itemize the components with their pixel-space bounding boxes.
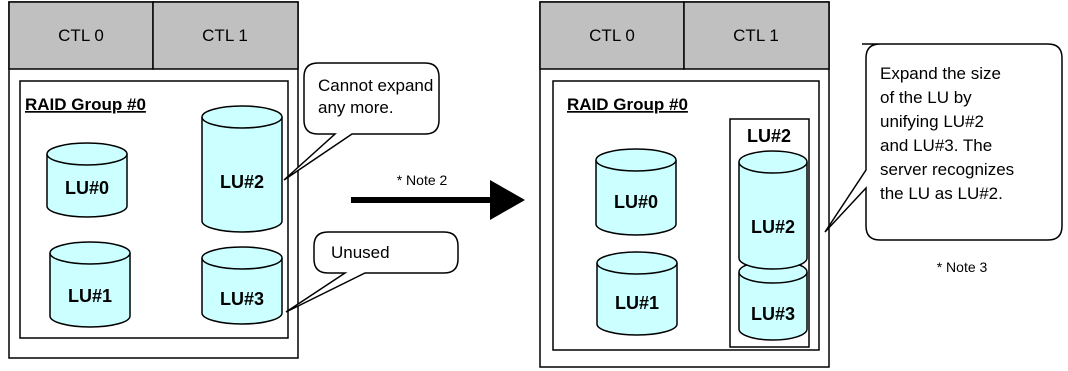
lu-1-label: LU#1 xyxy=(68,286,112,306)
lu-0-label: LU#0 xyxy=(65,178,109,198)
callout-expand-description: Expand the size of the LU by unifying LU… xyxy=(824,43,1063,241)
arrow-shaft xyxy=(351,197,491,203)
raid-group-label: RAID Group #0 xyxy=(25,95,146,114)
lu-2-label: LU#2 xyxy=(220,172,264,192)
callout-expand-line-2: of the LU by xyxy=(880,88,972,107)
lu-2-cylinder: LU#2 xyxy=(201,105,283,233)
storage-after: CTL 0 CTL 1 RAID Group #0 LU#2 LU#0 LU#1… xyxy=(539,1,830,368)
controller-1 xyxy=(683,1,830,70)
controller-1-label: CTL 1 xyxy=(202,26,248,45)
lu-3-cylinder: LU#3 xyxy=(738,260,808,341)
controller-0 xyxy=(8,1,154,70)
callout-unused-text: Unused xyxy=(331,243,390,262)
lu-2-cylinder: LU#2 xyxy=(738,150,808,270)
controller-0-label: CTL 0 xyxy=(58,26,104,45)
callout-cannot-expand: Cannot expand any more. xyxy=(283,62,440,181)
controller-1-label: CTL 1 xyxy=(733,26,779,45)
lu-2-label: LU#2 xyxy=(751,217,795,237)
lu-0-label: LU#0 xyxy=(614,192,658,212)
lu-0-cylinder: LU#0 xyxy=(46,142,128,218)
controller-0 xyxy=(539,1,685,70)
lu-3-label: LU#3 xyxy=(751,304,795,324)
lu-1-cylinder: LU#1 xyxy=(49,241,131,328)
callout-expand-line-3: unifying LU#2 xyxy=(880,112,984,131)
callout-expand-line-1: Expand the size xyxy=(880,64,1001,83)
lu-3-label: LU#3 xyxy=(220,289,264,309)
lu-3-cylinder: LU#3 xyxy=(201,246,283,325)
callout-expand-line-4: and LU#3. The xyxy=(880,136,992,155)
arrow-head-icon xyxy=(490,180,525,220)
transition-arrow: * Note 2 xyxy=(351,172,525,220)
callout-unused: Unused xyxy=(285,231,459,313)
raid-group-label: RAID Group #0 xyxy=(567,95,688,114)
callout-expand-line-5: server recognizes xyxy=(880,160,1014,179)
controller-0-label: CTL 0 xyxy=(589,26,635,45)
callout-cannot-expand-line-2: any more. xyxy=(318,98,394,117)
storage-before: CTL 0 CTL 1 RAID Group #0 LU#0 LU#1 LU#2… xyxy=(8,1,299,359)
note-2-label: * Note 2 xyxy=(397,172,448,188)
callout-cannot-expand-line-1: Cannot expand xyxy=(318,76,433,95)
callout-expand-line-6: the LU as LU#2. xyxy=(880,184,1003,203)
unified-lu-header: LU#2 xyxy=(747,126,791,146)
note-3-label: * Note 3 xyxy=(937,259,988,275)
lu-1-cylinder: LU#1 xyxy=(596,251,678,336)
lu-1-label: LU#1 xyxy=(615,293,659,313)
lu-0-cylinder: LU#0 xyxy=(595,148,677,236)
controller-1 xyxy=(152,1,299,70)
